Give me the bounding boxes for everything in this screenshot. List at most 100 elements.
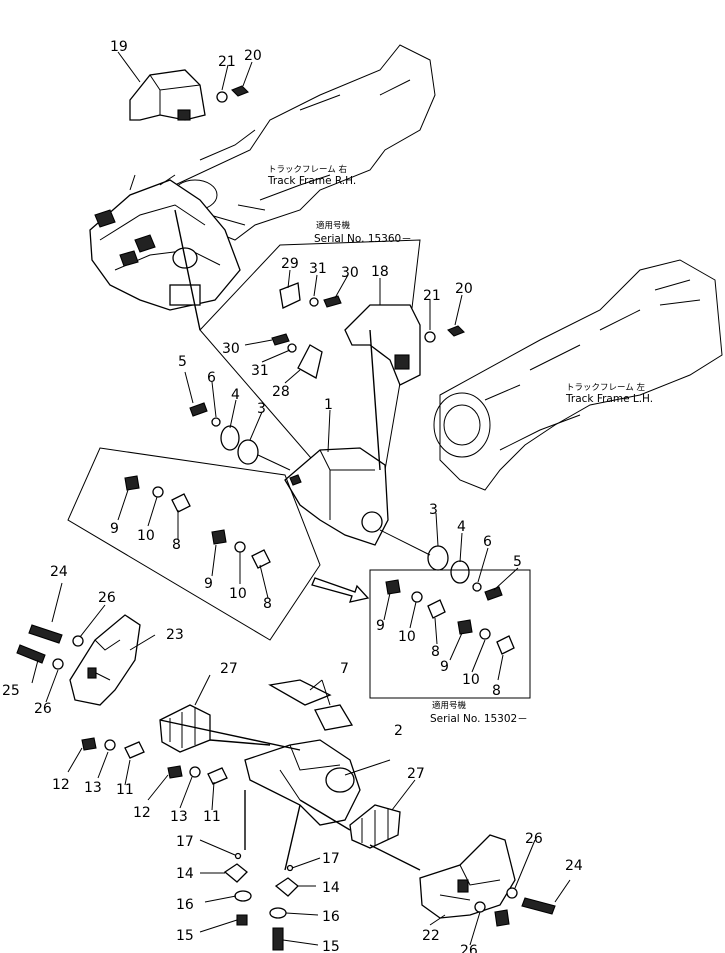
callout-labels: 19 21 20 29 31 30 18 21 20 30 31 28 5 6 … bbox=[2, 39, 583, 953]
bolt-9-d bbox=[457, 619, 473, 635]
spacer-11-a bbox=[124, 741, 145, 759]
clip-8-c bbox=[427, 599, 446, 619]
clip-8-b bbox=[251, 549, 271, 569]
callout-13: 13 bbox=[84, 780, 102, 796]
bolt-12-b bbox=[167, 765, 183, 779]
washer-10-a bbox=[152, 486, 164, 498]
plate-4-right bbox=[450, 560, 470, 584]
callout-24: 24 bbox=[565, 858, 583, 874]
svg-text:Serial No. 15360－: Serial No. 15360－ bbox=[314, 233, 412, 245]
callout-31: 31 bbox=[309, 261, 327, 277]
washer-16-right bbox=[269, 907, 287, 919]
callout-16: 16 bbox=[322, 909, 340, 925]
bracket-28 bbox=[297, 344, 323, 379]
callout-13: 13 bbox=[170, 809, 188, 825]
svg-text:トラックフレーム 右: トラックフレーム 右 bbox=[268, 164, 347, 175]
washer-26-c bbox=[506, 887, 518, 899]
callout-10: 10 bbox=[229, 586, 247, 602]
direction-arrow bbox=[311, 577, 370, 603]
callout-17: 17 bbox=[176, 834, 194, 850]
svg-text:トラックフレーム 左: トラックフレーム 左 bbox=[566, 382, 645, 393]
svg-text:Track Frame R.H.: Track Frame R.H. bbox=[267, 175, 356, 187]
guard-23 bbox=[69, 614, 141, 706]
callout-15: 15 bbox=[322, 939, 340, 953]
callout-21: 21 bbox=[423, 288, 441, 304]
shoe-7-lower bbox=[314, 704, 354, 731]
callout-12: 12 bbox=[52, 777, 70, 793]
washer-13-a bbox=[104, 739, 116, 751]
callout-8: 8 bbox=[263, 596, 272, 612]
washer-31-upper bbox=[309, 297, 319, 307]
washer-21-mid bbox=[424, 331, 436, 343]
plate-4-left bbox=[220, 425, 240, 451]
callout-10: 10 bbox=[398, 629, 416, 645]
clip-8-a bbox=[171, 493, 191, 513]
track-frame-lh bbox=[433, 259, 723, 491]
callout-19: 19 bbox=[110, 39, 128, 55]
callout-2: 2 bbox=[394, 723, 403, 739]
washer-26-b bbox=[52, 658, 64, 670]
svg-text:適用号機: 適用号機 bbox=[432, 700, 467, 711]
cover-18 bbox=[344, 304, 421, 386]
bolt-15-left bbox=[236, 914, 248, 926]
callout-23: 23 bbox=[166, 627, 184, 643]
washer-26-d bbox=[474, 901, 486, 913]
cover-19 bbox=[129, 69, 206, 121]
svg-text:適用号機: 適用号機 bbox=[316, 220, 351, 231]
callout-26: 26 bbox=[98, 590, 116, 606]
callout-6: 6 bbox=[207, 370, 216, 386]
callout-26: 26 bbox=[460, 943, 478, 953]
callout-9: 9 bbox=[440, 659, 449, 675]
callout-5: 5 bbox=[513, 554, 522, 570]
serial-15302-group-outline bbox=[369, 569, 531, 699]
callout-9: 9 bbox=[204, 576, 213, 592]
callout-10: 10 bbox=[137, 528, 155, 544]
callout-29: 29 bbox=[281, 256, 299, 272]
washer-26-a bbox=[72, 635, 84, 647]
bolt-20-mid bbox=[447, 325, 465, 337]
bolt-15-right bbox=[272, 927, 284, 951]
cushion-3-right bbox=[427, 545, 449, 571]
track-frame-rh bbox=[172, 44, 436, 241]
callout-8: 8 bbox=[492, 683, 501, 699]
plate-14-left bbox=[223, 863, 248, 883]
leader-lines bbox=[31, 269, 571, 946]
callout-3: 3 bbox=[429, 502, 438, 518]
callout-10: 10 bbox=[462, 672, 480, 688]
bracket-2 bbox=[244, 739, 361, 826]
callout-9: 9 bbox=[376, 618, 385, 634]
washer-6-left bbox=[211, 417, 221, 427]
washer-21-upper bbox=[216, 91, 228, 103]
pin-17-right bbox=[286, 864, 294, 872]
leaders-19-21-20 bbox=[117, 51, 253, 91]
clip-8-d bbox=[496, 635, 515, 655]
shoe-7-upper bbox=[268, 679, 332, 706]
cushion-3-left bbox=[237, 439, 259, 465]
callout-4: 4 bbox=[231, 387, 240, 403]
bolt-9-c bbox=[385, 579, 401, 595]
plate-14-right bbox=[274, 877, 299, 897]
bolt-30-upper bbox=[323, 295, 342, 308]
callout-8: 8 bbox=[431, 644, 440, 660]
bolt-12-a bbox=[81, 737, 97, 751]
note-serial-15360: 適用号機 Serial No. 15360－ bbox=[314, 220, 412, 245]
bracket-leaders bbox=[159, 209, 421, 871]
left-group-outline bbox=[67, 447, 321, 641]
callout-5: 5 bbox=[178, 354, 187, 370]
pin-17-left bbox=[234, 852, 242, 860]
bracket-1 bbox=[284, 447, 389, 546]
washer-13-b bbox=[189, 766, 201, 778]
axis-right bbox=[379, 529, 431, 556]
svg-text:Serial No. 15302－: Serial No. 15302－ bbox=[430, 713, 528, 725]
callout-16: 16 bbox=[176, 897, 194, 913]
callout-20: 20 bbox=[455, 281, 473, 297]
callout-25: 25 bbox=[2, 683, 20, 699]
bolt-24-left bbox=[28, 624, 63, 644]
callout-26: 26 bbox=[525, 831, 543, 847]
callout-21: 21 bbox=[218, 54, 236, 70]
bolt-30-lower bbox=[271, 333, 290, 346]
callout-4: 4 bbox=[457, 519, 466, 535]
callout-27: 27 bbox=[220, 661, 238, 677]
upper-support-assembly bbox=[89, 174, 241, 311]
callout-28: 28 bbox=[272, 384, 290, 400]
